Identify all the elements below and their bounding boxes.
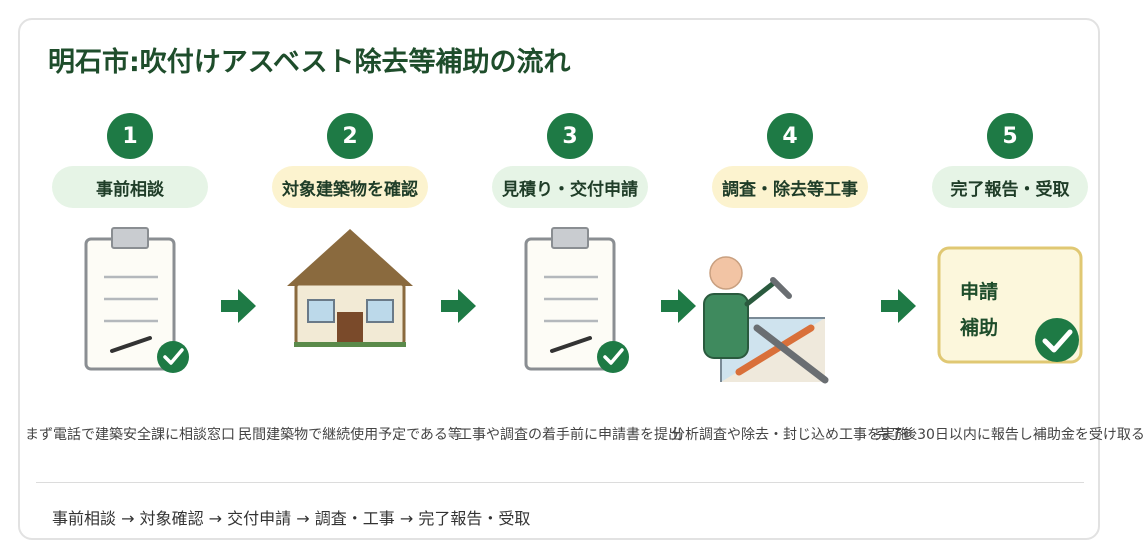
step-number-3: 3 bbox=[547, 113, 593, 159]
report-card-line-2: 補助 bbox=[960, 317, 999, 339]
house-icon bbox=[287, 229, 413, 347]
step-number-5: 5 bbox=[987, 113, 1033, 159]
step-number-2: 2 bbox=[327, 113, 373, 159]
step-number-1: 1 bbox=[107, 113, 153, 159]
step-label-5: 完了報告・受取 bbox=[932, 166, 1088, 208]
step-description-2: 民間建築物で継続使用予定である等 bbox=[238, 427, 462, 443]
application-form-icon bbox=[524, 227, 629, 373]
step-number-4: 4 bbox=[767, 113, 813, 159]
report-card-icon bbox=[937, 246, 1083, 364]
arrow-right-icon bbox=[661, 289, 696, 323]
step-label-2: 対象建築物を確認 bbox=[272, 166, 428, 208]
step-label-1: 事前相談 bbox=[52, 166, 208, 208]
page-title: 明石市:吹付けアスベスト除去等補助の流れ bbox=[48, 47, 571, 78]
step-description-3: 工事や調査の着手前に申請書を提出 bbox=[458, 427, 682, 443]
clipboard-check-icon bbox=[84, 227, 189, 373]
step-description-5: 完了後30日以内に報告し補助金を受け取る bbox=[875, 427, 1145, 443]
flow-summary: 事前相談 → 対象確認 → 交付申請 → 調査・工事 → 完了報告・受取 bbox=[52, 509, 531, 528]
step-label-4: 調査・除去等工事 bbox=[712, 166, 868, 208]
worker-removal-icon bbox=[703, 256, 829, 384]
report-card-line-1: 申請 bbox=[960, 281, 999, 303]
step-description-1: まず電話で建築安全課に相談窓口 bbox=[25, 427, 235, 443]
step-label-3: 見積り・交付申請 bbox=[492, 166, 648, 208]
arrow-right-icon bbox=[881, 289, 916, 323]
footer-divider bbox=[36, 482, 1084, 483]
arrow-right-icon bbox=[441, 289, 476, 323]
step-description-4: 分析調査や除去・封じ込め工事を実施 bbox=[671, 427, 909, 443]
arrow-right-icon bbox=[221, 289, 256, 323]
